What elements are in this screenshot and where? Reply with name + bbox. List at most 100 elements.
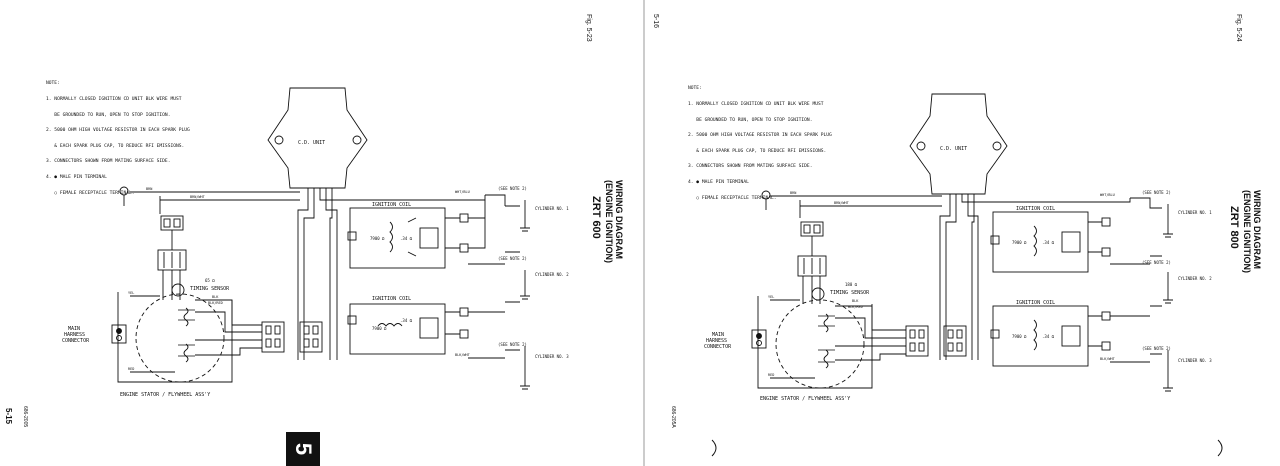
left-cyl-3: CYLINDER NO. 3	[535, 354, 569, 359]
right-ignition-coil-1	[992, 211, 1089, 273]
left-diagram	[111, 87, 530, 390]
right-coil1-res: 7900 Ω	[1012, 240, 1027, 245]
left-see-note-1: (SEE NOTE 2)	[498, 186, 527, 191]
right-wire-yel: YEL	[768, 295, 774, 299]
left-cd-unit	[267, 87, 368, 189]
right-stator-label: ENGINE STATOR / FLYWHEEL ASS'Y	[760, 396, 850, 402]
right-title: WIRING DIAGRAM	[1252, 190, 1262, 269]
right-wire-blkred: BLK/RED	[848, 305, 863, 309]
left-coil1-res: 7900 Ω	[370, 236, 385, 241]
right-notes: NOTE: 1. NORMALLY CLOSED IGNITION CD UNI…	[688, 76, 832, 211]
note-line: 3. CONNECTORS SHOWN FROM MATING SURFACE …	[46, 159, 171, 165]
left-wire-blkwht: BLK/WHT	[455, 353, 471, 357]
right-4pin-connector-b	[943, 325, 967, 357]
left-see-note-2: (SEE NOTE 2)	[498, 256, 527, 261]
left-coil2-label: IGNITION COIL	[372, 296, 411, 302]
note-line: 2. 5000 OHM HIGH VOLTAGE RESISTOR IN EAC…	[46, 128, 190, 134]
note-line: 1. NORMALLY CLOSED IGNITION CD UNIT BLK …	[688, 102, 824, 108]
left-wire-yel: YEL	[128, 291, 134, 295]
note-line: 2. 5000 OHM HIGH VOLTAGE RESISTOR IN EAC…	[688, 133, 832, 139]
left-harness-label-3: CONNECTOR	[62, 338, 90, 344]
left-wire-brn: BRN	[146, 187, 152, 191]
right-page-number: 5-16	[652, 14, 659, 29]
left-coil2-res: 7900 Ω	[372, 326, 387, 331]
right-stator-flywheel	[775, 299, 865, 389]
left-wire-brnwht: BRN/WHT	[190, 195, 206, 199]
right-cd-unit-label: C.D. UNIT	[940, 146, 967, 152]
right-fig-label: Fig. 5-24	[1235, 14, 1242, 42]
right-coil2-res: 7900 Ω	[1012, 334, 1027, 339]
right-cyl-2: CYLINDER NO. 2	[1178, 276, 1212, 281]
right-timing-sensor-label: TIMING SENSOR	[830, 290, 870, 296]
note-line: & EACH SPARK PLUG CAP, TO REDUCE RFI EMI…	[46, 143, 185, 149]
left-coil1-sec: .34 Ω	[400, 236, 413, 241]
left-timing-sensor-label: TIMING SENSOR	[190, 286, 230, 292]
right-cyl-1: CYLINDER NO. 1	[1178, 210, 1212, 215]
right-diagram	[751, 93, 1173, 392]
left-main-harness-connector	[111, 324, 127, 344]
left-wire-blk: BLK	[212, 295, 219, 299]
right-harness-label-1: MAIN	[712, 332, 724, 338]
left-model: ZRT 600	[590, 196, 602, 239]
right-doc-code: 686-205A	[670, 406, 676, 428]
right-see-note-1: (SEE NOTE 2)	[1142, 190, 1171, 195]
right-wire-red: RED	[768, 373, 774, 377]
left-coil2-sec: .34 Ω	[400, 318, 413, 323]
left-cd-unit-label: C.D. UNIT	[298, 140, 325, 146]
right-wire-brn: BRN	[790, 191, 796, 195]
right-model: ZRT 800	[1228, 206, 1240, 249]
right-4pin-connector	[905, 325, 929, 357]
note-line: NOTE:	[688, 86, 702, 92]
left-harness-label-2: HARNESS	[64, 332, 85, 338]
right-ts-res: 180 Ω	[845, 282, 858, 287]
left-cyl-1: CYLINDER NO. 1	[535, 206, 569, 211]
left-cd-mount-hole	[274, 135, 284, 145]
left-page-number: 5-15	[4, 408, 13, 425]
left-4pin-connector	[261, 321, 285, 353]
left-wire-red: RED	[128, 367, 134, 371]
left-harness-label-1: MAIN	[68, 326, 80, 332]
note-line: 4. ● MALE PIN TERMINAL	[688, 180, 749, 186]
left-subtitle: (ENGINE IGNITION)	[604, 180, 614, 263]
left-wire-whtblu: WHT/BLU	[455, 190, 470, 194]
note-line: ○ FEMALE RECEPTACLE TERMINAL.	[46, 190, 135, 196]
left-ts-res: 65 Ω	[205, 278, 215, 283]
note-line: & EACH SPARK PLUG CAP, TO REDUCE RFI EMI…	[688, 148, 827, 154]
note-line: 3. CONNECTORS SHOWN FROM MATING SURFACE …	[688, 164, 813, 170]
left-coil1-label: IGNITION COIL	[372, 202, 411, 208]
left-cd-mount-hole	[352, 135, 362, 145]
left-notes: NOTE: 1. NORMALLY CLOSED IGNITION CD UNI…	[46, 71, 190, 206]
left-fig-label: Fig. 5-23	[585, 14, 592, 42]
left-ignition-coil-1	[349, 207, 446, 269]
note-line: BE GROUNDED TO RUN, OPEN TO STOP IGNITIO…	[46, 112, 171, 118]
right-coil2-label: IGNITION COIL	[1016, 300, 1055, 306]
right-harness-label-3: CONNECTOR	[704, 344, 732, 350]
right-coil1-sec: .34 Ω	[1042, 240, 1055, 245]
right-coil2-sec: .34 Ω	[1042, 334, 1055, 339]
left-stator-label: ENGINE STATOR / FLYWHEEL ASS'Y	[120, 392, 210, 398]
right-ignition-coil-2	[992, 305, 1089, 367]
page-curl	[1217, 439, 1223, 457]
right-cd-unit	[909, 93, 1008, 195]
right-subtitle: (ENGINE IGNITION)	[1242, 190, 1252, 273]
right-wire-whtblu: WHT/BLU	[1100, 193, 1115, 197]
note-line: ○ FEMALE RECEPTACLE TERMINAL.	[688, 195, 777, 201]
right-wire-blkwht: BLK/WHT	[1100, 357, 1116, 361]
note-line: 4. ● MALE PIN TERMINAL	[46, 175, 107, 181]
right-wire-brnwht: BRN/WHT	[834, 201, 850, 205]
right-cyl-3: CYLINDER NO. 3	[1178, 358, 1212, 363]
right-harness-label-2: HARNESS	[706, 338, 727, 344]
left-ignition-coil-2	[349, 303, 446, 355]
left-doc-code: 686-2005	[22, 406, 28, 428]
right-wire-blk: BLK	[852, 299, 859, 303]
note-line: BE GROUNDED TO RUN, OPEN TO STOP IGNITIO…	[688, 117, 813, 123]
left-wire-blkred: BLK/RED	[208, 301, 223, 305]
note-line: 1. NORMALLY CLOSED IGNITION CD UNIT BLK …	[46, 97, 182, 103]
left-see-note-3: (SEE NOTE 2)	[498, 342, 527, 347]
left-4pin-connector-b	[299, 321, 323, 353]
right-see-note-3: (SEE NOTE 2)	[1142, 346, 1171, 351]
left-cyl-2: CYLINDER NO. 2	[535, 272, 569, 277]
note-line: NOTE:	[46, 81, 60, 87]
